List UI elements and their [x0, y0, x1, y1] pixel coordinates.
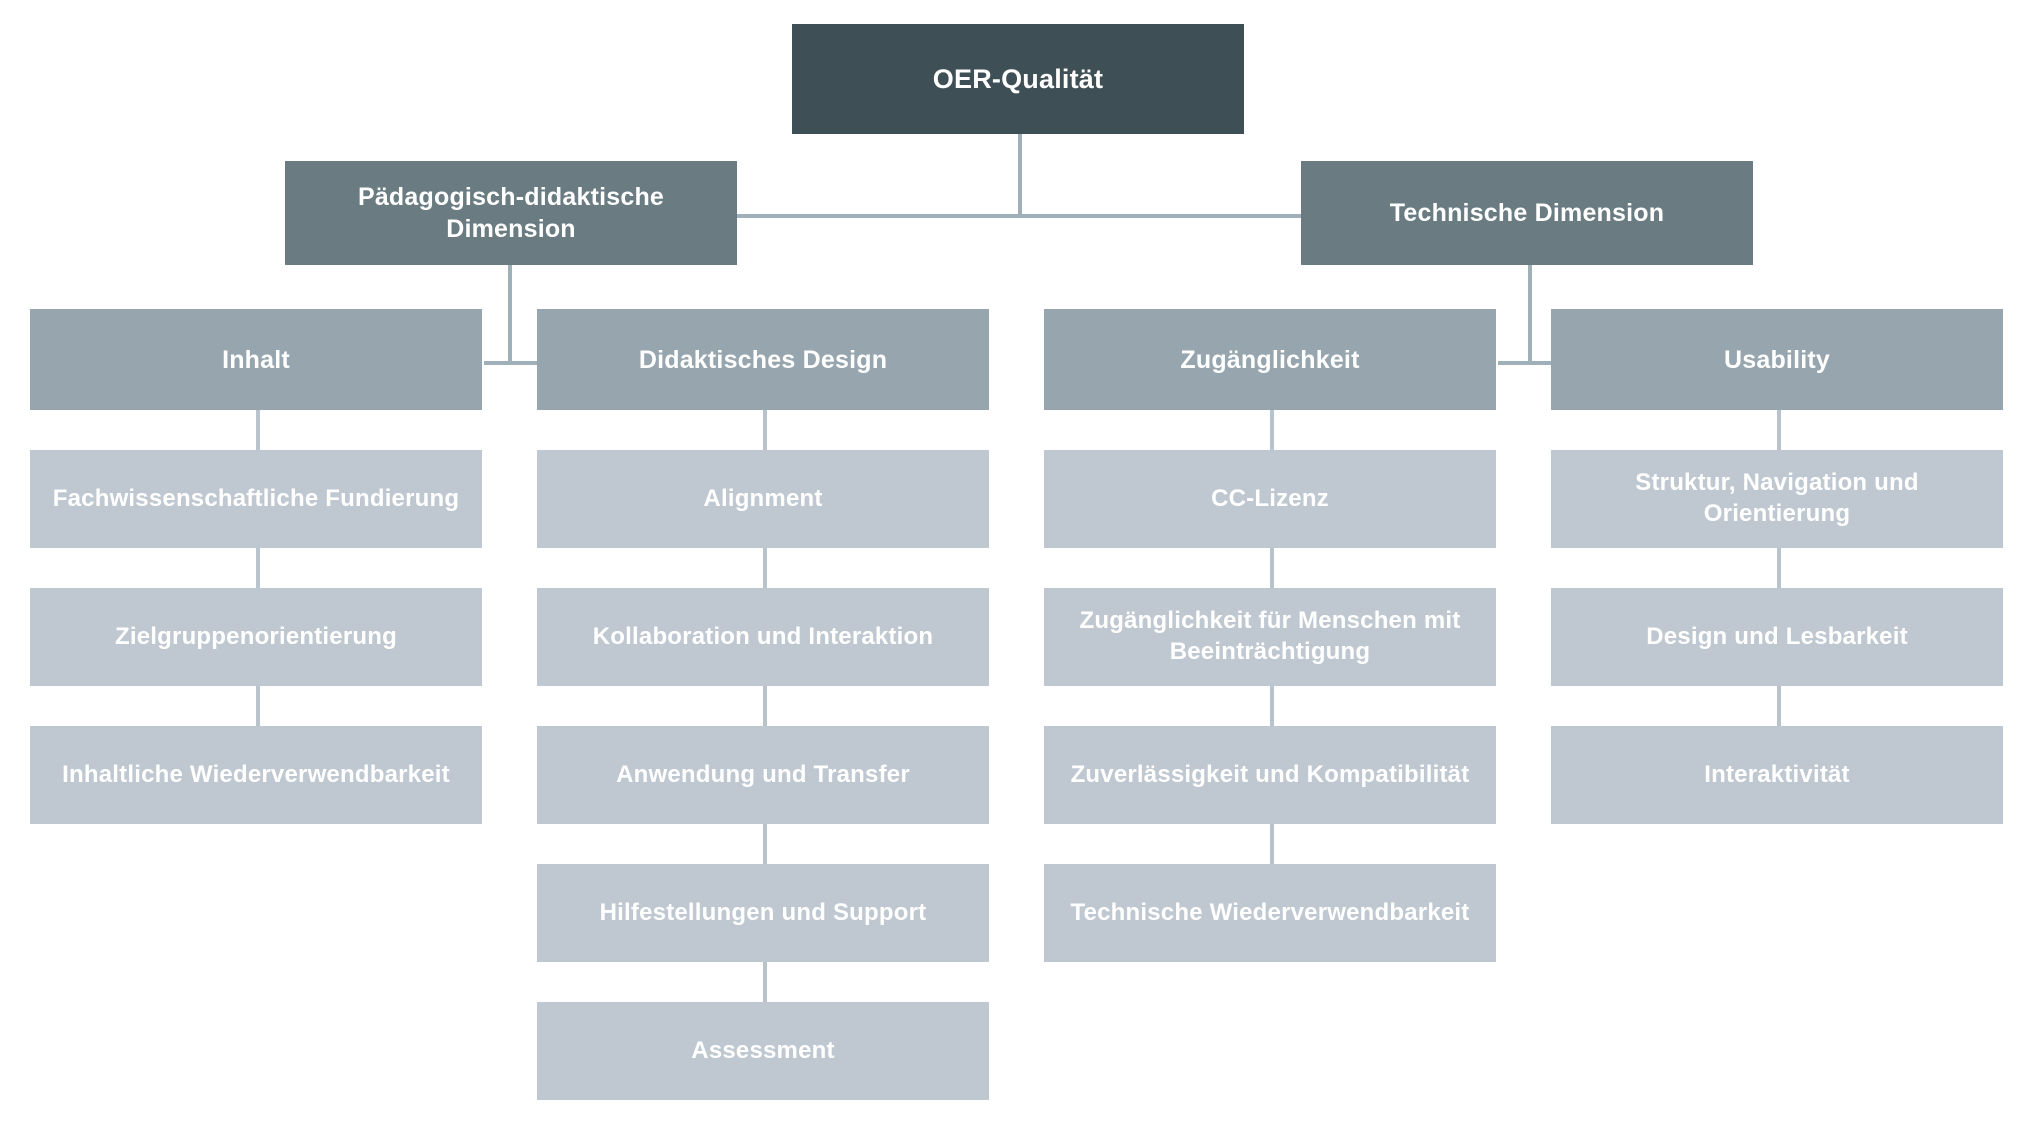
node-criterion-hilfestellungen-und-support[interactable]: Hilfestellungen und Support — [537, 864, 989, 962]
node-category-zugaenglichkeit[interactable]: Zugänglichkeit — [1044, 309, 1496, 410]
node-category-didaktisches-design[interactable]: Didaktisches Design — [537, 309, 989, 410]
node-label: Pädagogisch-didaktische Dimension — [357, 183, 665, 243]
connector-didaktik-4 — [763, 824, 767, 864]
node-label: Technische Dimension — [1389, 199, 1665, 227]
connector-usability-2 — [1777, 548, 1781, 588]
node-label: Alignment — [703, 484, 823, 512]
node-criterion-struktur-navigation-und-orientierung[interactable]: Struktur, Navigation und Orientierung — [1551, 450, 2003, 548]
node-criterion-cc-lizenz[interactable]: CC-Lizenz — [1044, 450, 1496, 548]
node-label: Usability — [1724, 345, 1830, 374]
connector-inhalt-2 — [256, 548, 260, 588]
node-label: Didaktisches Design — [638, 345, 888, 374]
node-label: Design und Lesbarkeit — [1646, 622, 1908, 650]
connector-right-dim-stem — [1528, 265, 1532, 365]
node-label: Kollaboration und Interaktion — [592, 622, 934, 650]
connector-right-children-bar — [1498, 361, 1560, 365]
node-label: Struktur, Navigation und Orientierung — [1635, 469, 1919, 527]
node-criterion-assessment[interactable]: Assessment — [537, 1002, 989, 1100]
node-label: Zugänglichkeit — [1180, 345, 1360, 374]
node-criterion-inhaltliche-wiederverwendbarkeit[interactable]: Inhaltliche Wiederverwendbarkeit — [30, 726, 482, 824]
connector-zugang-3 — [1270, 686, 1274, 726]
node-criterion-zuverlaessigkeit-und-kompatibilitaet[interactable]: Zuverlässigkeit und Kompatibilität — [1044, 726, 1496, 824]
node-criterion-anwendung-und-transfer[interactable]: Anwendung und Transfer — [537, 726, 989, 824]
connector-zugang-2 — [1270, 548, 1274, 588]
node-label: Zielgruppenorientierung — [115, 622, 397, 650]
connector-inhalt-3 — [256, 686, 260, 726]
node-criterion-alignment[interactable]: Alignment — [537, 450, 989, 548]
connector-zugang-1 — [1270, 410, 1274, 450]
connector-left-dim-stem — [508, 265, 512, 365]
connector-dimension-bar — [733, 214, 1305, 218]
node-criterion-kollaboration-und-interaktion[interactable]: Kollaboration und Interaktion — [537, 588, 989, 686]
node-label: OER-Qualität — [932, 63, 1104, 94]
node-label: Zuverlässigkeit und Kompatibilität — [1070, 760, 1470, 788]
node-label: Fachwissenschaftliche Fundierung — [52, 484, 460, 512]
node-label: Assessment — [691, 1036, 835, 1064]
node-criterion-technische-wiederverwendbarkeit[interactable]: Technische Wiederverwendbarkeit — [1044, 864, 1496, 962]
connector-didaktik-1 — [763, 410, 767, 450]
node-criterion-design-und-lesbarkeit[interactable]: Design und Lesbarkeit — [1551, 588, 2003, 686]
node-criterion-zielgruppenorientierung[interactable]: Zielgruppenorientierung — [30, 588, 482, 686]
node-label: Hilfestellungen und Support — [599, 898, 927, 926]
node-label: Zugänglichkeit für Menschen mit Beeinträ… — [1079, 607, 1461, 665]
node-label: Inhaltliche Wiederverwendbarkeit — [62, 760, 450, 788]
node-dimension-paedagogisch-didaktisch[interactable]: Pädagogisch-didaktische Dimension — [285, 161, 737, 265]
node-label: CC-Lizenz — [1211, 484, 1329, 512]
node-category-inhalt[interactable]: Inhalt — [30, 309, 482, 410]
connector-usability-3 — [1777, 686, 1781, 726]
connector-didaktik-5 — [763, 962, 767, 1002]
node-label: Inhalt — [222, 345, 290, 374]
connector-zugang-4 — [1270, 824, 1274, 864]
node-label: Anwendung und Transfer — [616, 760, 910, 788]
node-criterion-interaktivitaet[interactable]: Interaktivität — [1551, 726, 2003, 824]
node-dimension-technisch[interactable]: Technische Dimension — [1301, 161, 1753, 265]
node-criterion-zugaenglichkeit-fuer-menschen-mit-beeintraechtigung[interactable]: Zugänglichkeit für Menschen mit Beeinträ… — [1044, 588, 1496, 686]
connector-inhalt-1 — [256, 410, 260, 450]
node-label: Interaktivität — [1704, 760, 1850, 788]
connector-didaktik-3 — [763, 686, 767, 726]
node-root-oer-qualitaet[interactable]: OER-Qualität — [792, 24, 1244, 134]
connector-didaktik-2 — [763, 548, 767, 588]
node-label: Technische Wiederverwendbarkeit — [1070, 898, 1470, 926]
node-category-usability[interactable]: Usability — [1551, 309, 2003, 410]
connector-left-children-bar — [484, 361, 546, 365]
node-criterion-fachwissenschaftliche-fundierung[interactable]: Fachwissenschaftliche Fundierung — [30, 450, 482, 548]
connector-usability-1 — [1777, 410, 1781, 450]
connector-root-stem — [1018, 134, 1022, 214]
